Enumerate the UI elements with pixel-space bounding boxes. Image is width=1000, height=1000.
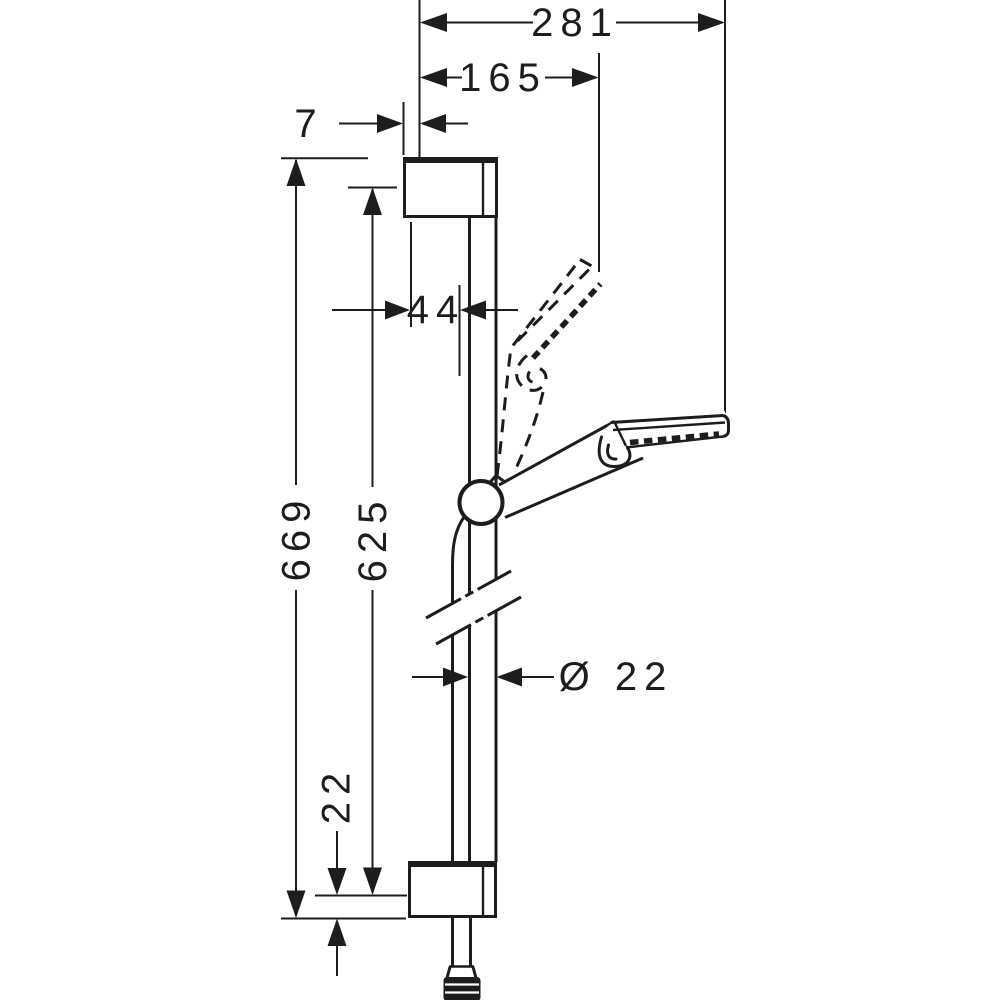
dim-bar-end-offset-label: 22	[315, 766, 359, 825]
slider-knob	[457, 479, 505, 526]
dashed-pivot-hook	[515, 354, 548, 392]
slider-clamp-tab	[487, 473, 506, 485]
handle-top-edge	[498, 424, 608, 487]
arrow-right-icon	[698, 13, 725, 32]
hand-shower-raised-dashed	[495, 258, 603, 477]
dimension-bracket-offset: 7	[294, 102, 468, 146]
hose-outlet	[443, 918, 481, 1000]
arrow-right-icon	[572, 68, 599, 87]
dimension-bar-to-wall: 44	[332, 288, 518, 332]
arrow-left-icon	[420, 114, 446, 133]
dashed-head-top-corner	[579, 258, 596, 269]
shower-hose	[451, 516, 466, 862]
head-right-cap	[722, 414, 730, 438]
dim-bar-to-wall-label: 44	[407, 288, 466, 332]
dim-bar-diameter-label: Ø 22	[559, 655, 674, 699]
bottom-wall-bracket	[408, 861, 497, 918]
hand-shower-lowered	[498, 410, 730, 519]
head-left-edge	[612, 420, 628, 447]
slider-holder	[457, 473, 506, 526]
arrow-up-icon	[286, 158, 306, 186]
dimension-bar-diameter: Ø 22	[412, 655, 674, 699]
extension-lines	[281, 0, 726, 920]
arrow-down-icon	[363, 867, 382, 895]
dim-bar-total-length-label: 669	[275, 494, 319, 582]
ferrule-right	[471, 966, 478, 979]
pivot-hook-inner	[606, 443, 618, 461]
dimension-fixing-distance: 625	[351, 187, 395, 895]
dimension-bar-total-length: 669	[275, 158, 319, 918]
spray-face	[629, 431, 720, 446]
arrow-right-icon	[377, 114, 403, 133]
arrow-up-icon	[363, 187, 382, 215]
dimension-overall-depth: 281	[420, 1, 725, 45]
hand-shower-body-fill	[499, 410, 729, 518]
dashed-handle-back-edge	[495, 258, 582, 477]
dashed-pivot-inner	[526, 370, 535, 384]
arrow-left-icon	[420, 68, 447, 87]
top-bracket-body	[403, 158, 498, 218]
dim-holder-depth-label: 165	[459, 56, 547, 100]
break-mark-upper	[425, 569, 512, 620]
arrow-right-icon	[443, 667, 468, 687]
break-mark-lower	[435, 595, 522, 646]
dim-fixing-distance-label: 625	[351, 495, 395, 583]
arrow-down-icon	[327, 868, 347, 895]
head-top-edge	[610, 414, 724, 424]
pivot-hook-outer	[597, 435, 632, 469]
dim-bracket-offset-label: 7	[294, 102, 323, 146]
top-wall-bracket	[403, 157, 498, 218]
arrow-up-icon	[327, 918, 347, 946]
arrow-down-icon	[286, 890, 306, 918]
dashed-spray-face	[530, 282, 603, 360]
dashed-head-front-edge	[516, 265, 594, 343]
hose-connector-nut	[443, 977, 481, 1000]
ferrule-left	[445, 966, 452, 979]
arrow-left-icon	[420, 13, 447, 32]
dashed-handle-front-edge	[512, 391, 545, 475]
arrow-right-icon	[385, 300, 410, 320]
dimension-holder-depth: 165	[420, 56, 599, 100]
handle-bottom-edge	[504, 456, 644, 519]
dimension-bar-end-offset: 22	[315, 766, 359, 976]
head-top-inner-line	[612, 421, 726, 432]
head-bottom-edge	[625, 435, 724, 449]
arrow-left-icon	[460, 300, 486, 320]
bottom-bracket-body	[408, 862, 497, 918]
arrow-left-icon	[496, 667, 522, 687]
dim-overall-depth-label: 281	[531, 1, 619, 45]
